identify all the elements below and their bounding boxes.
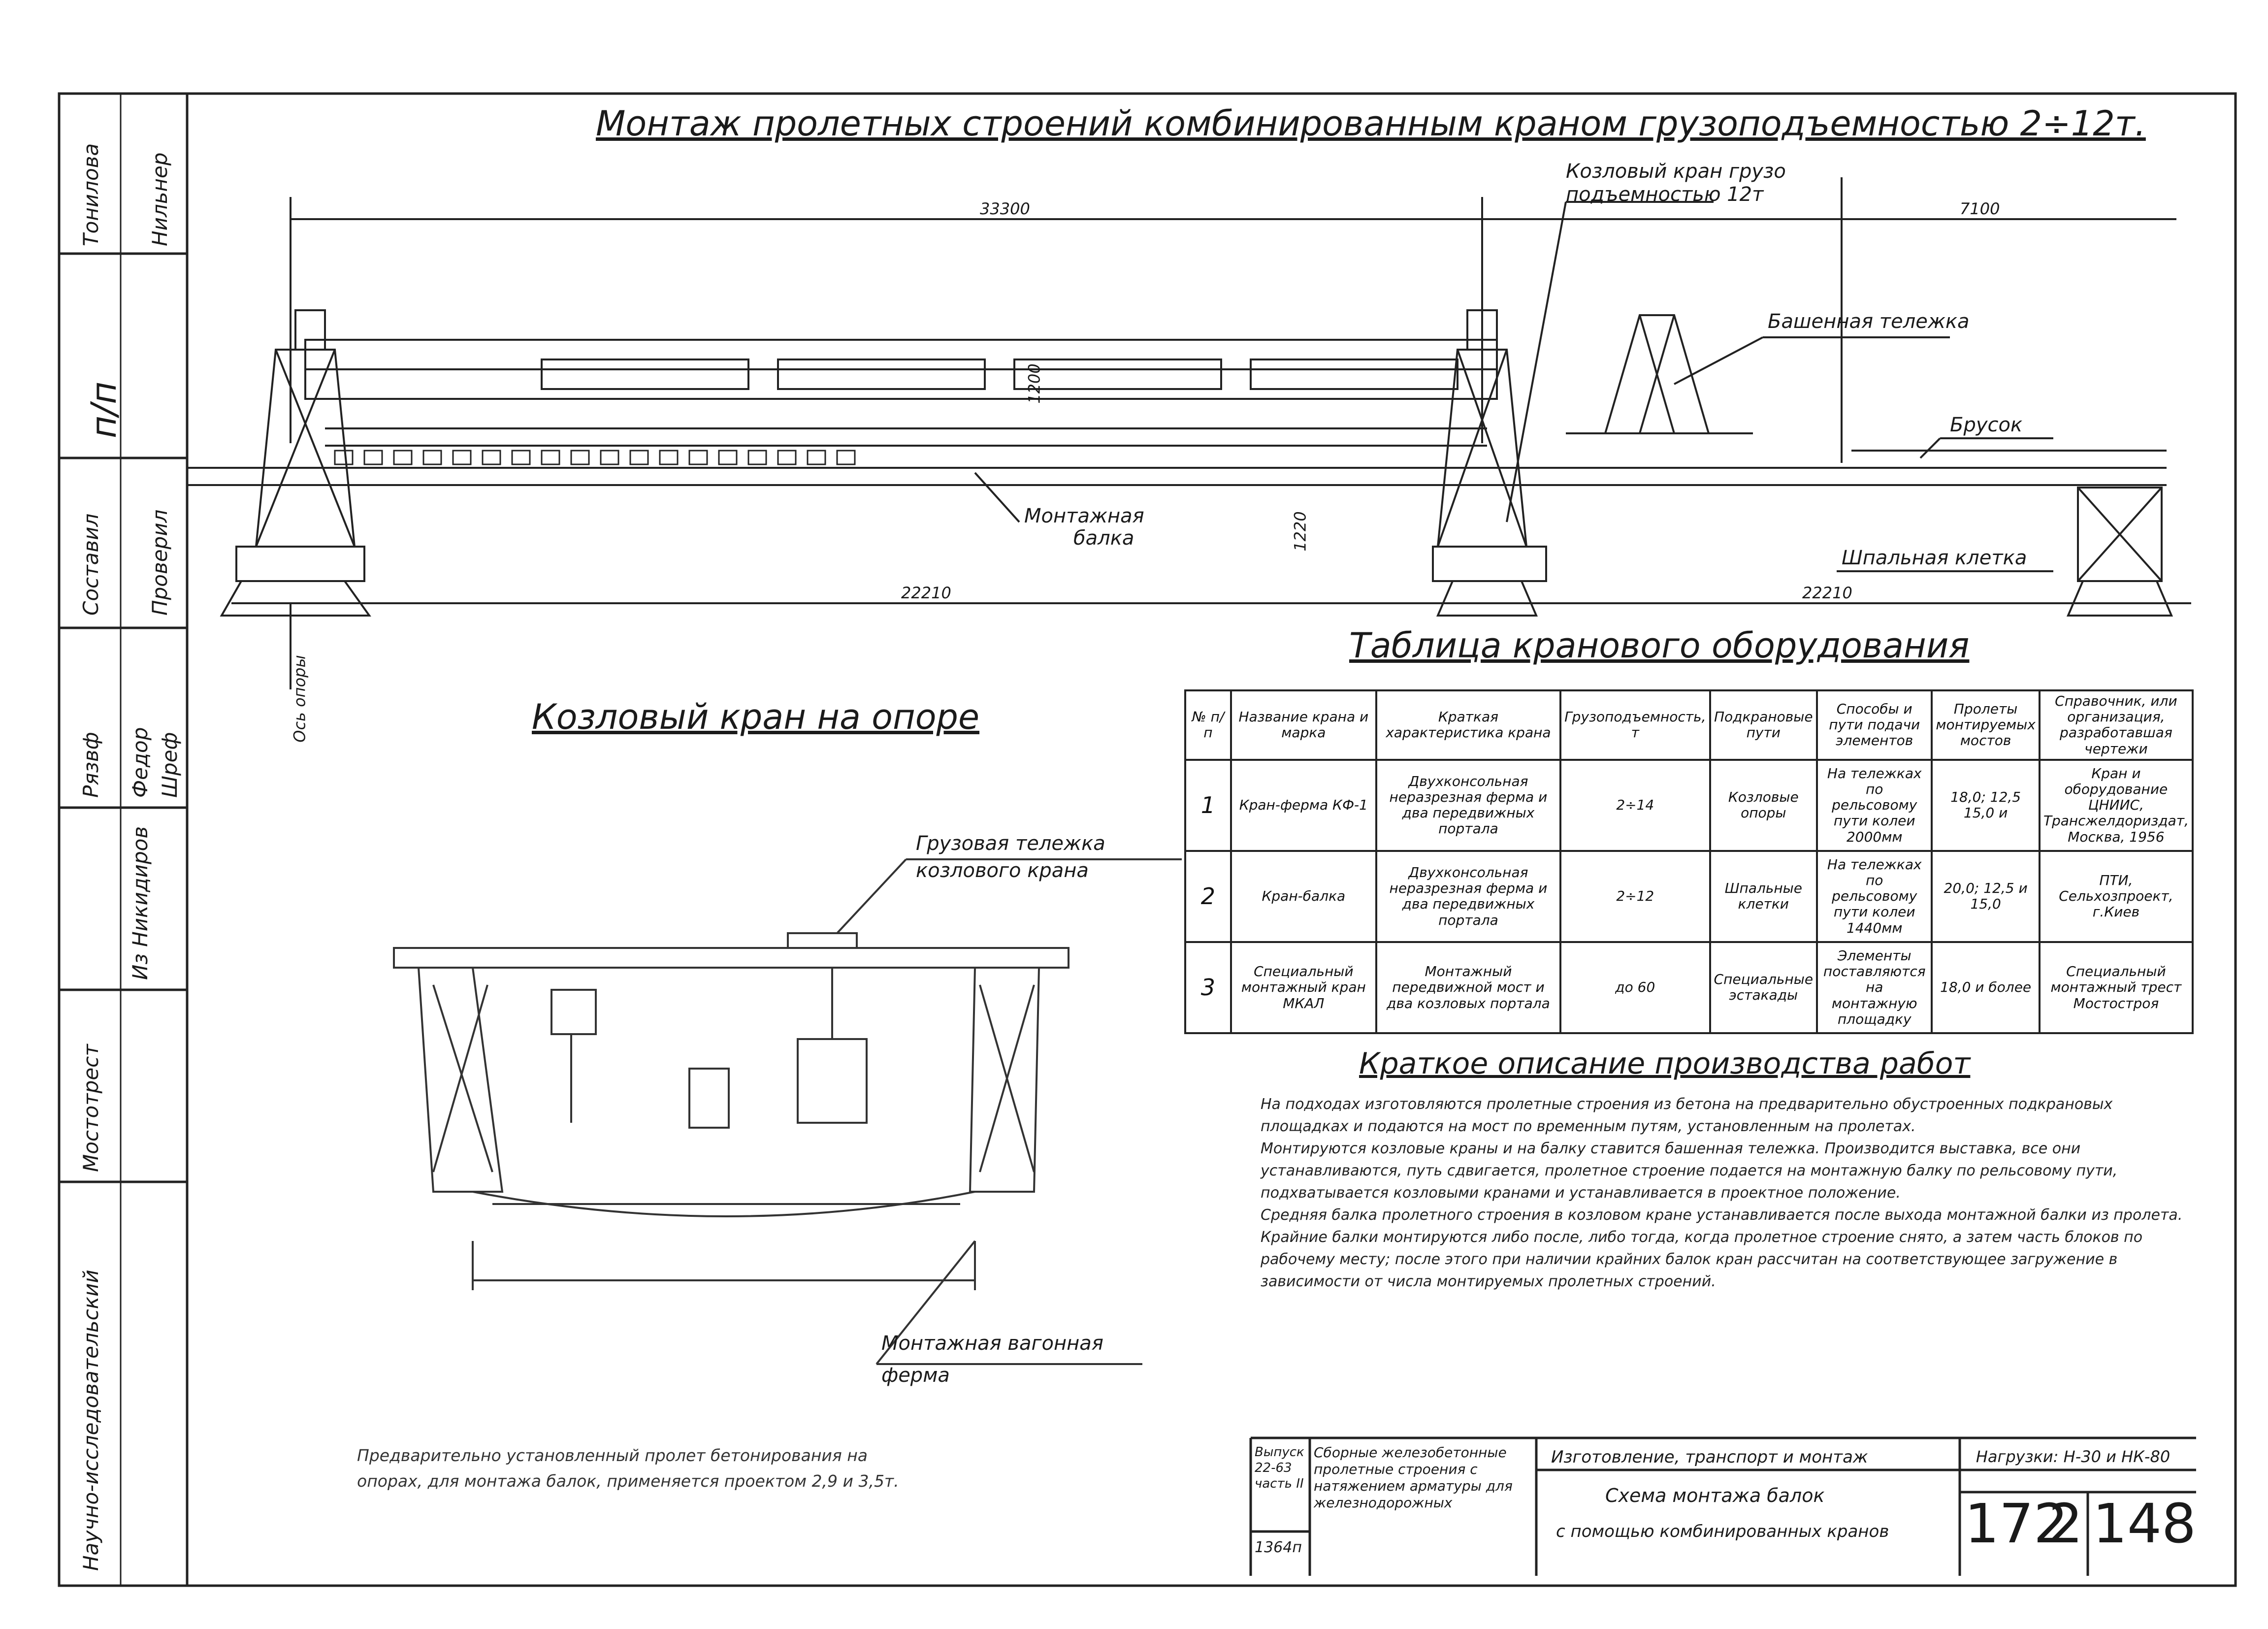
stamp-col3b: Составил xyxy=(79,513,103,616)
table-header: Способы и пути подачи элементов xyxy=(1816,689,1933,761)
label-mounting-beam-2: балка xyxy=(1073,527,1134,550)
tb-header-top: Изготовление, транспорт и монтаж xyxy=(1551,1447,1868,1467)
label-mounting-beam: Монтажная xyxy=(1024,505,1144,527)
label-gantry-trolley: Грузовая тележка xyxy=(916,832,1105,855)
table-cell: На тележках по рельсовому пути колеи 144… xyxy=(1816,849,1933,943)
label-sleeper: Шпальная клетка xyxy=(1842,547,2027,569)
dim-height-mid: 1200 xyxy=(1025,363,1044,404)
stamp-col1b: Тонилова xyxy=(79,143,103,246)
label-bottom-callout-2: ферма xyxy=(881,1364,950,1387)
table-cell: Специальный монтажный кран МКАЛ xyxy=(1230,941,1377,1035)
stamp-col4: Шреф xyxy=(158,732,182,798)
tb-scheme-2: с помощью комбинированных кранов xyxy=(1556,1522,1889,1541)
table-cell: Двухконсольная неразрезная ферма и два п… xyxy=(1375,849,1562,943)
description-paragraph: На подходах изготовляются пролетные стро… xyxy=(1261,1096,2113,1135)
table-cell: 2÷14 xyxy=(1559,758,1711,852)
table-cell: 2÷12 xyxy=(1559,849,1711,943)
stamp-col3: Проверил xyxy=(148,509,172,616)
stamp-col2: п/п xyxy=(84,381,124,438)
table-header: Подкрановые пути xyxy=(1709,689,1818,761)
tb-description: Сборные железобетонные пролетные строени… xyxy=(1314,1444,1513,1511)
table-cell: Элементы поставляются на монтажную площа… xyxy=(1816,941,1933,1035)
table-cell: Шпальные клетки xyxy=(1709,849,1818,943)
tb-num2: 2 xyxy=(2048,1492,2083,1555)
work-description-title: Краткое описание производства работ xyxy=(1359,1046,1971,1081)
description-paragraph: Монтируются козловые краны и на балку ст… xyxy=(1261,1140,2118,1202)
table-cell: Кран и оборудование ЦНИИС, Трансжелдориз… xyxy=(2038,758,2194,852)
crane-equipment-table: № п/п Название крана и марка Краткая хар… xyxy=(1184,689,2194,1035)
dim-support-axis: Ось опоры xyxy=(290,655,309,743)
table-header: Грузоподъемность, т xyxy=(1559,689,1711,761)
dim-height-col: 1220 xyxy=(1291,511,1310,552)
table-title: Таблица кранового оборудования xyxy=(1349,625,1970,666)
tb-sheet-id: 1364п xyxy=(1255,1539,1302,1556)
tb-doc: Выпуск 22-63 часть II xyxy=(1255,1445,1304,1491)
table-row: 2 Кран-балка Двухконсольная неразрезная … xyxy=(1184,849,2194,943)
table-cell: Кран-балка xyxy=(1230,849,1377,943)
note-line: Предварительно установленный пролет бето… xyxy=(357,1446,868,1465)
title-block: Выпуск 22-63 часть II 1364п Сборные желе… xyxy=(1251,1440,2196,1559)
table-cell: Специальный монтажный трест Мостостроя xyxy=(2038,941,2194,1035)
label-gantry-crane: Козловый кран грузо xyxy=(1566,160,1786,183)
dim-track-left: 22210 xyxy=(901,584,951,602)
gantry-crane-title: Козловый кран на опоре xyxy=(532,697,980,737)
table-cell: На тележках по рельсовому пути колеи 200… xyxy=(1816,758,1933,852)
label-bottom-callout: Монтажная вагонная xyxy=(881,1332,1103,1355)
table-cell: 2 xyxy=(1184,849,1232,943)
tb-scheme: Схема монтажа балок xyxy=(1605,1485,1825,1506)
table-cell: 18,0 и более xyxy=(1931,941,2041,1035)
stamp-col4c: Рязвф xyxy=(79,732,103,798)
dim-track-right: 22210 xyxy=(1802,584,1852,602)
work-description: На подходах изготовляются пролетные стро… xyxy=(1261,1093,2196,1293)
dim-span-right: 7100 xyxy=(1960,199,2000,218)
tb-load: Нагрузки: Н-30 и НК-80 xyxy=(1976,1447,2171,1466)
label-tower-trolley: Башенная тележка xyxy=(1768,310,1970,333)
table-cell: Специальные эстакады xyxy=(1709,941,1818,1035)
table-header: Справочник, или организация, разработавш… xyxy=(2038,689,2194,761)
stamp-col4b: Федор xyxy=(128,727,152,798)
table-cell: до 60 xyxy=(1559,941,1711,1035)
tb-num1: 172 xyxy=(1965,1492,2068,1555)
table-header: Пролеты монтируемых мостов xyxy=(1931,689,2041,761)
table-row: 1 Кран-ферма КФ-1 Двухконсольная неразре… xyxy=(1184,758,2194,852)
table-header-row: № п/п Название крана и марка Краткая хар… xyxy=(1184,689,2194,761)
description-paragraph: Средняя балка пролетного строения в козл… xyxy=(1261,1206,2183,1290)
stamp-col7: Научно-исследовательский xyxy=(79,1270,103,1571)
stamp-col1: Нильнер xyxy=(148,152,172,246)
table-cell: Козловые опоры xyxy=(1709,758,1818,852)
table-cell: 20,0; 12,5 и 15,0 xyxy=(1931,849,2041,943)
table-cell: Монтажный передвижной мост и два козловы… xyxy=(1375,941,1562,1035)
table-header: Название крана и марка xyxy=(1230,689,1377,761)
label-beam-right: Брусок xyxy=(1950,414,2023,436)
note-line: опорах, для монтажа балок, применяется п… xyxy=(357,1471,899,1491)
label-gantry-trolley-2: козлового крана xyxy=(916,859,1089,882)
stamp-col6: Мостотрест xyxy=(79,1044,103,1172)
label-gantry-crane-2: подъемностью 12т xyxy=(1566,183,1764,206)
dim-span-total: 33300 xyxy=(980,199,1030,218)
table-row: 3 Специальный монтажный кран МКАЛ Монтаж… xyxy=(1184,941,2194,1035)
stamp-col5: Из Никидиров xyxy=(128,826,152,980)
table-cell: Кран-ферма КФ-1 xyxy=(1230,758,1377,852)
table-header: № п/п xyxy=(1184,689,1232,761)
tb-num3: 148 xyxy=(2093,1492,2196,1555)
table-cell: ПТИ, Сельхозпроект, г.Киев xyxy=(2038,849,2194,943)
table-cell: 3 xyxy=(1184,941,1232,1035)
drawing-title: Монтаж пролетных строений комбинированны… xyxy=(596,103,2146,144)
table-cell: 1 xyxy=(1184,758,1232,852)
gantry-note: Предварительно установленный пролет бето… xyxy=(357,1443,1096,1494)
table-cell: Двухконсольная неразрезная ферма и два п… xyxy=(1375,758,1562,852)
table-cell: 18,0; 12,5 15,0 и xyxy=(1931,758,2041,852)
table-header: Краткая характеристика крана xyxy=(1375,689,1562,761)
